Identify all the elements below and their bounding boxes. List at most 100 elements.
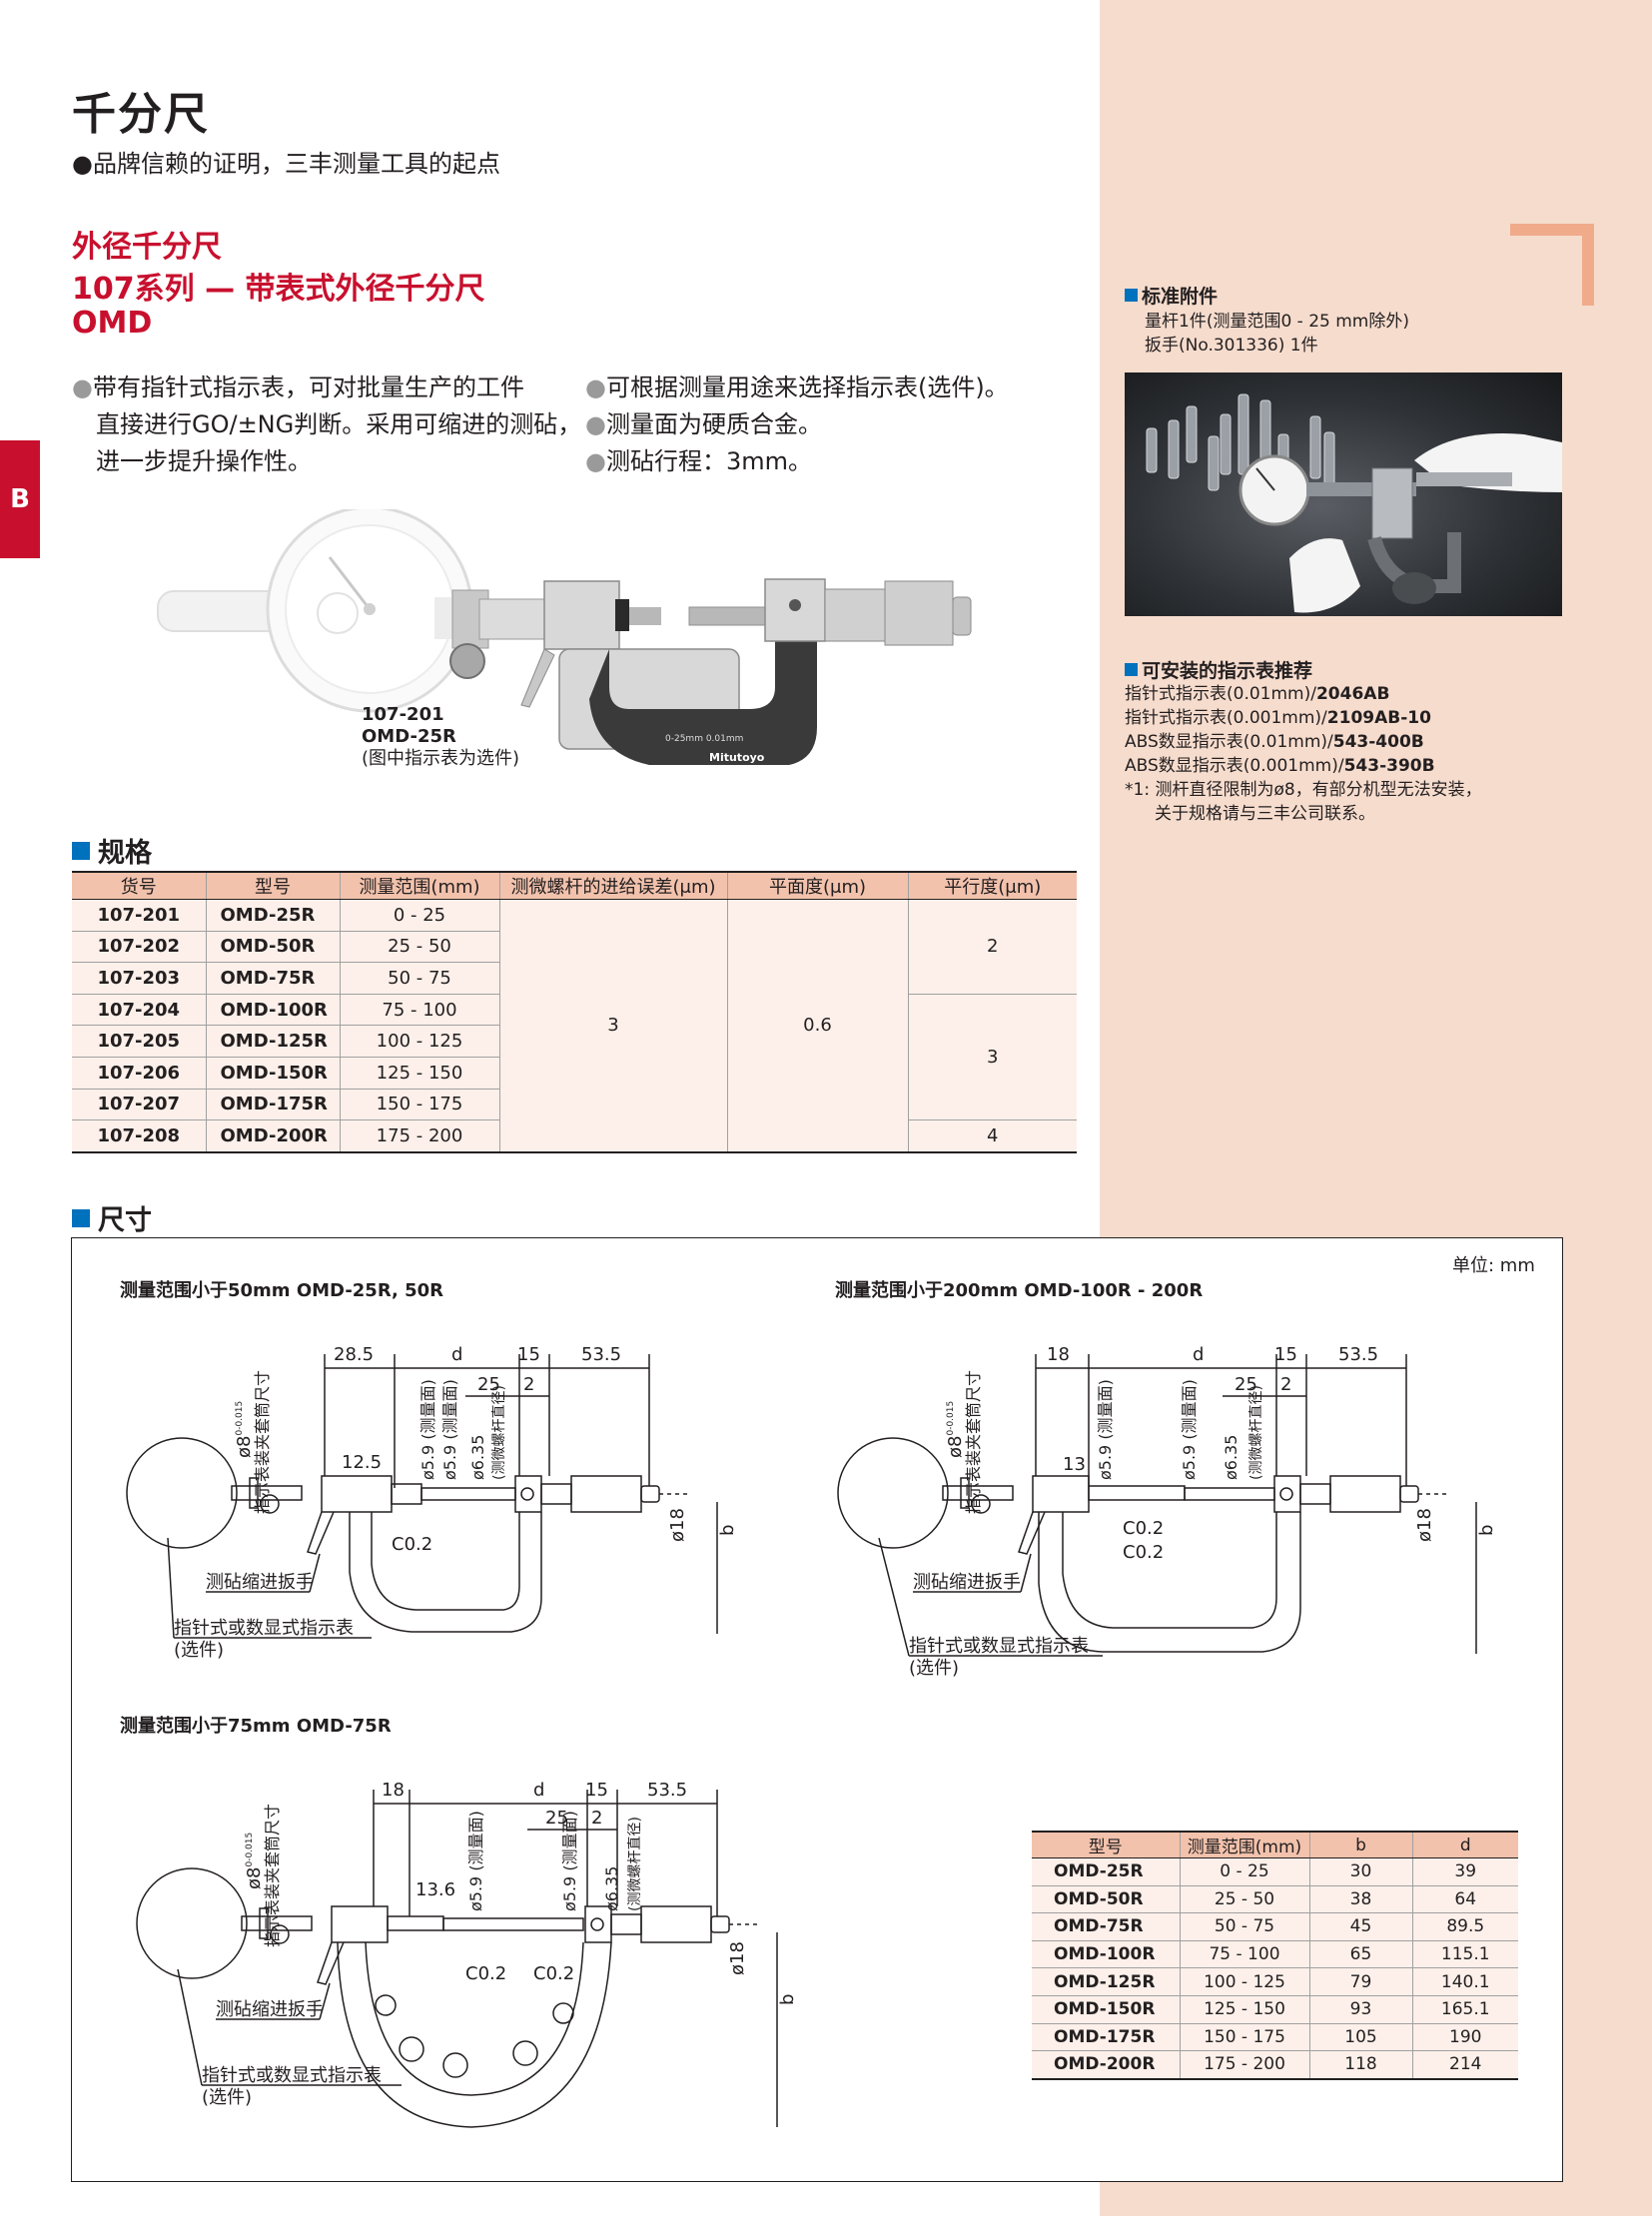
dim-label: d [451,1344,462,1365]
dim-label: 25 [477,1374,500,1395]
dim-label: ø80-0.015 [945,1401,966,1458]
dim-label: ø6.35 [1222,1435,1240,1480]
dim-label: C0.2 [533,1963,574,1984]
dim-label: 指针式或数显式指示表 [202,2065,382,2086]
spec-table: 货号 型号 测量范围(mm) 测微螺杆的进给误差(μm) 平面度(μm) 平行度… [72,871,1077,1153]
dim-label: 53.5 [647,1780,687,1801]
dim-label: C0.2 [1123,1542,1164,1563]
brand-logo-text: Mitutoyo [709,751,765,764]
standard-accessories-list: 量杆1件(测量范围0 - 25 mm除外) 扳手(No.301336) 1件 [1145,312,1409,356]
dim-label: 12.5 [342,1452,382,1473]
dim-label: ø5.9 (测量面) [560,1811,579,1911]
dim-label: (选件) [202,2087,252,2108]
page-subtitle: ●品牌信赖的证明，三丰测量工具的起点 [72,150,500,178]
feature-line: ●带有指针式指示表，可对批量生产的工件 [72,373,524,401]
dim-label: 28.5 [334,1344,374,1365]
indicator-recommend-list: 指针式指示表(0.01mm)/2046AB 指针式指示表(0.001mm)/21… [1125,682,1482,826]
dim-label: 15 [517,1344,540,1365]
corner-bracket-mark [1510,224,1594,306]
dim-label: ø5.9 (测量面) [466,1811,485,1911]
category-heading: 外径千分尺 [72,230,222,265]
dim-label: 53.5 [1338,1344,1378,1365]
dim-label: 25 [545,1808,568,1829]
dim-label: 13 [1063,1454,1086,1475]
drawing3-title: 测量范围小于75mm OMD-75R [120,1716,392,1737]
table-header-row: 货号 型号 测量范围(mm) 测微螺杆的进给误差(μm) 平面度(μm) 平行度… [72,871,1077,900]
dim-label: ø18 [1414,1508,1435,1542]
dim-label: (测微螺杆直径) [1247,1385,1264,1480]
dim-label: ø6.35 [602,1866,621,1911]
dim-label: ø80-0.015 [244,1833,265,1889]
indicator-item: 指针式指示表(0.001mm)/2109AB-10 [1125,708,1431,728]
indicator-recommend-heading: 可安装的指示表推荐 [1125,656,1312,683]
product-image-caption: 107-201 OMD-25R (图中指示表为选件) [362,704,520,769]
dim-label: 53.5 [581,1344,621,1365]
dim-label: 测砧缩进扳手 [913,1572,1021,1593]
frame-markings: 0-25mm 0.01mm [665,734,743,744]
dim-label: d [1193,1344,1204,1365]
dimensions-heading: 尺寸 [72,1198,152,1237]
dim-label: 15 [1274,1344,1297,1365]
tolerance-label: 0 [235,1430,245,1436]
dim-label: ø6.35 [468,1435,487,1480]
dim-label: d [533,1780,544,1801]
tolerance-label: 0 [946,1430,956,1436]
dim-label: 18 [382,1780,405,1801]
dim-label: 指示表装夹套筒尺寸 [964,1370,983,1514]
section-tab-b[interactable]: B [0,440,40,558]
dim-label: 指针式或数显式指示表 [909,1636,1089,1657]
dim-label: b [717,1525,738,1536]
dim-label: 测砧缩进扳手 [216,1999,324,2020]
dim-label: 18 [1047,1344,1070,1365]
drawing3-svg: 18 d 15 53.5 25 2 13.6 ø80-0.015 指示表装夹套筒… [136,1780,798,2128]
dim-label: 指针式或数显式指示表 [174,1618,354,1639]
dim-label: 测砧缩进扳手 [206,1572,314,1593]
dim-label: 2 [523,1374,534,1395]
dim-label: 15 [585,1780,608,1801]
tolerance-label: -0.015 [235,1401,245,1430]
features-left: ●带有指针式指示表，可对批量生产的工件 直接进行GO/±NG判断。采用可缩进的测… [72,369,581,480]
dim-label: ø5.9 (测量面) [1096,1379,1115,1480]
drawing1-title: 测量范围小于50mm OMD-25R, 50R [120,1280,444,1301]
series-heading: 107系列 — 带表式外径千分尺 [72,272,485,307]
drawing1-svg: 28.5 d 15 53.5 25 2 12.5 ø80-0.015 指示表装夹… [126,1344,738,1661]
dim-label: 25 [1235,1374,1257,1395]
tolerance-label: -0.015 [245,1833,255,1861]
feature-line: ●可根据测量用途来选择指示表(选件)。 [585,373,1009,401]
features-right: ●可根据测量用途来选择指示表(选件)。 ●测量面为硬质合金。 ●测砧行程：3mm… [585,369,1009,480]
feature-line: ●测量面为硬质合金。 [585,410,822,438]
dim-label: ø5.9 (测量面) [418,1379,437,1480]
indicator-item: ABS数显指示表(0.01mm)/543-400B [1125,732,1424,752]
indicator-note: 关于规格请与三丰公司联系。 [1155,804,1375,824]
dim-label: 13.6 [415,1879,455,1900]
drawing2-title: 测量范围小于200mm OMD-100R - 200R [835,1280,1204,1301]
feature-line: ●测砧行程：3mm。 [585,447,812,475]
dim-label: b [777,1994,798,2005]
dim-label: C0.2 [1123,1518,1164,1539]
dim-label: (选件) [174,1640,224,1661]
dim-label: ø5.9 (测量面) [440,1379,459,1480]
dim-label: (选件) [909,1658,959,1679]
dim-label: b [1476,1525,1497,1536]
tolerance-label: 0 [245,1861,255,1867]
dim-label: ø5.9 (测量面) [1180,1379,1199,1480]
indicator-item: ABS数显指示表(0.001mm)/543-390B [1125,756,1435,776]
dim-label: (测微螺杆直径) [626,1817,643,1911]
product-illustration: 0-25mm 0.01mm Mitutoyo [157,509,972,765]
indicator-note: *1: 测杆直径限制为ø8，有部分机型无法安装， [1125,780,1482,800]
spec-heading: 规格 [72,831,152,870]
dim-label: ø80-0.015 [234,1401,255,1458]
dim-label: C0.2 [392,1534,432,1555]
